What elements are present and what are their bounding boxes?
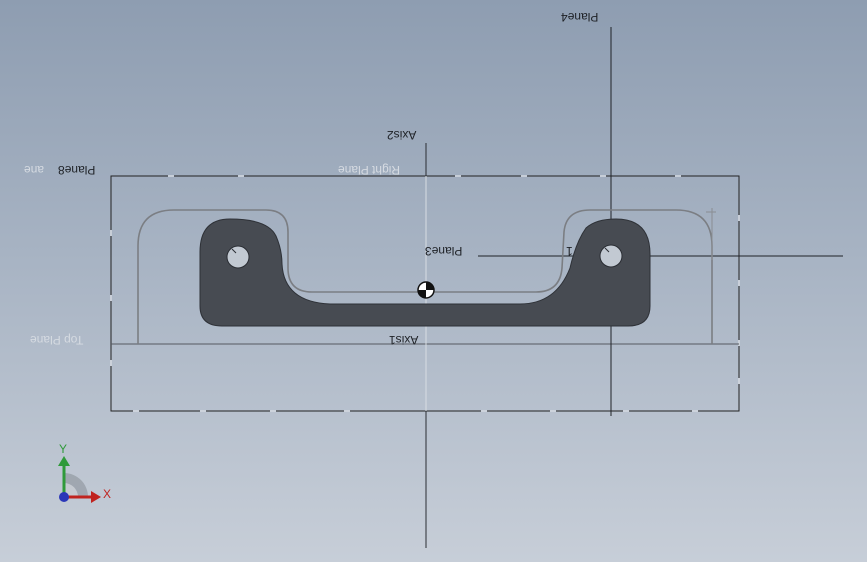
- right-plane-label[interactable]: Right Plane: [338, 163, 401, 177]
- axis2-label[interactable]: Axis2: [387, 128, 417, 142]
- plane-boundary[interactable]: [110, 175, 740, 412]
- coordinate-triad-icon: [58, 456, 101, 503]
- plane8-ghost-label: ane: [24, 163, 45, 177]
- right-hole[interactable]: [599, 244, 623, 268]
- left-hole-mark: [231, 248, 237, 254]
- triad-x-label: X: [103, 487, 112, 501]
- axis1-label[interactable]: Axis1: [389, 333, 419, 347]
- left-hole[interactable]: [226, 245, 250, 269]
- sketch-dimension-label[interactable]: 1: [566, 244, 573, 258]
- plane4-label[interactable]: Plane4: [561, 10, 599, 24]
- plane3-label[interactable]: Plane3: [425, 244, 463, 258]
- top-plane-label[interactable]: Top Plane: [30, 333, 84, 347]
- triad-y-label: Y: [59, 442, 68, 456]
- right-hole-mark: [604, 247, 610, 253]
- plane-boundary-marks: [110, 175, 740, 412]
- origin-icon[interactable]: [417, 281, 435, 299]
- plane8-label[interactable]: Plane8: [58, 163, 96, 177]
- part-body[interactable]: [199, 218, 651, 327]
